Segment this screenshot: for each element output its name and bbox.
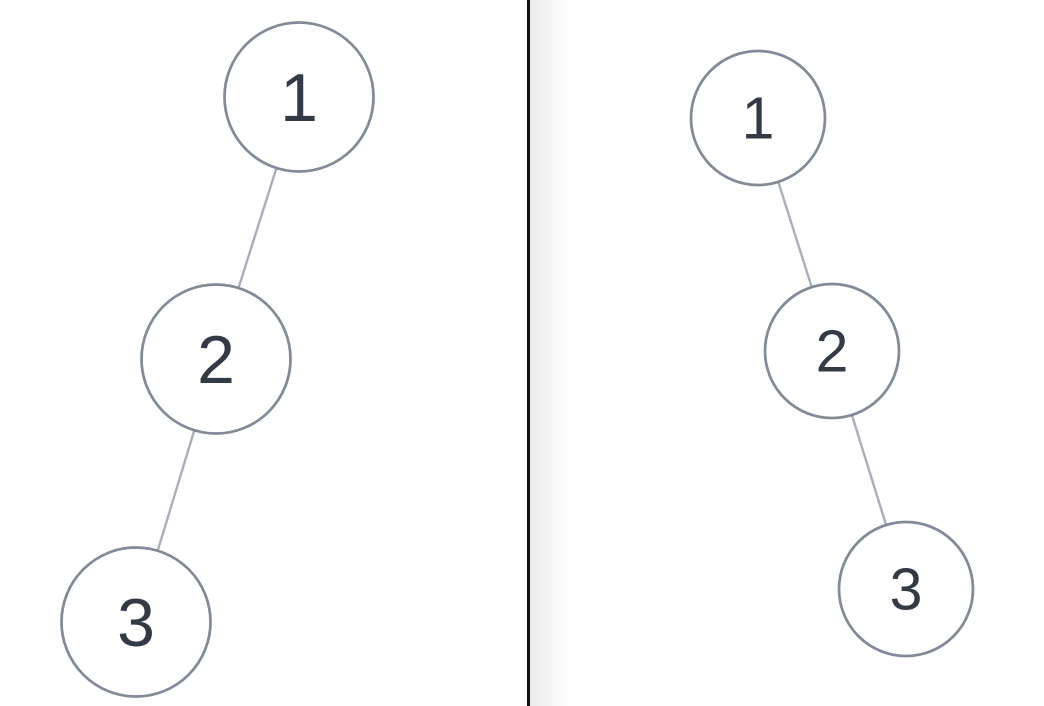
tree-left-node-2: 2: [140, 283, 292, 435]
node-label: 2: [816, 319, 849, 385]
node-label: 1: [742, 86, 775, 152]
node-label: 2: [197, 322, 235, 398]
tree-right: 1 2 3: [689, 49, 975, 658]
node-label: 1: [280, 60, 318, 136]
tree-right-node-1: 1: [689, 49, 827, 187]
node-circle: [140, 283, 292, 435]
tree-left: 1 2 3: [60, 21, 375, 698]
node-circle: [223, 21, 375, 173]
node-circle: [763, 282, 901, 420]
node-circle: [837, 520, 975, 658]
node-label: 3: [117, 585, 155, 661]
node-label: 3: [890, 557, 923, 623]
node-circle: [689, 49, 827, 187]
tree-left-node-1: 1: [223, 21, 375, 173]
tree-right-node-2: 2: [763, 282, 901, 420]
node-circle: [60, 546, 212, 698]
panel-divider[interactable]: [526, 0, 570, 706]
tree-left-node-3: 3: [60, 546, 212, 698]
tree-right-node-3: 3: [837, 520, 975, 658]
